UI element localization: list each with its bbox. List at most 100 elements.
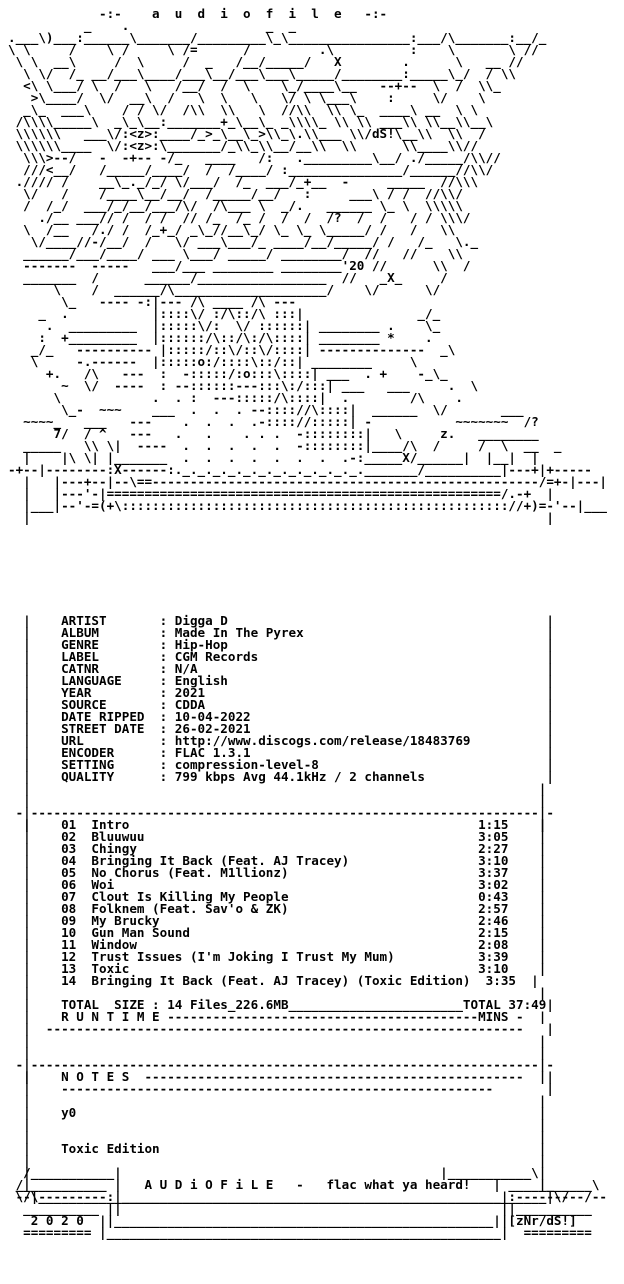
ascii-art-line: _/_ ---------- |:::::/::\/::\/::::| ----… <box>8 342 456 357</box>
tracklist-line: | 06 Woi 3:02 | <box>8 877 547 892</box>
ascii-art-line: \\\\\\ ___\/:<z>:____/_>_\__\_>\\_\.\\__… <box>8 126 486 141</box>
ascii-art-line: >\____/ \/ __\ / \ \ \ \/ \ \___\ : \/ \ <box>8 90 486 105</box>
tracklist-line: | --------------------------------------… <box>8 1021 554 1036</box>
ascii-art-line: ./__ ___// / / / // /_ /_ / / / /? / / /… <box>8 210 471 225</box>
release-info-line: | ENCODER : FLAC 1.3.1 | <box>8 745 554 760</box>
ascii-art-line: _ . _ _ <box>8 18 297 33</box>
release-info-line: | LANGUAGE : English | <box>8 673 554 688</box>
release-info-line: | | <box>8 793 547 808</box>
ascii-art-line: \ \ / \ / \ /= / .\ : \ \ // <box>8 42 539 57</box>
footer-banner-line: ========= |_____________________________… <box>8 1225 592 1240</box>
release-info-line: | | <box>8 781 547 796</box>
footer-banner-line: /___________ | A U D i O F i L E - flac … <box>8 1177 600 1192</box>
notes-line: | N O T E S ----------------------------… <box>8 1069 554 1084</box>
ascii-art-line: ------- ----- ___/___ ________ ________'… <box>8 258 471 273</box>
ascii-art-line: ///<__/ /_____/____/ / /____/ :_________… <box>8 162 494 177</box>
ascii-art-line: \/____//-/__/ / \/ ___\___/_ ____/__/___… <box>8 234 479 249</box>
ascii-art-line: / /_/ ___/_/__/___/\/ /\___ \ _/. ______… <box>8 198 463 213</box>
ascii-art-line: . _________ |:::::\/: \/ ::::::| _______… <box>8 318 441 333</box>
ascii-art-line: <\ \___/ \ / \ /__/ / \ \_/____\__ --+--… <box>8 78 501 93</box>
tracklist-line: | | <box>8 1045 547 1060</box>
ascii-art-line: | |---'-|===============================… <box>8 486 554 501</box>
ascii-art-line: | | <box>8 510 554 525</box>
notes-line: | | <box>8 1129 547 1144</box>
ascii-art-line: _______ / ______/_________________ // _X… <box>8 270 448 285</box>
ascii-art-line: | |\ \| |_______ . . . . . . . .-:_____X… <box>8 450 539 465</box>
ascii-art-line: \_ ---- -:|--- /\ ____ /\ --- <box>8 294 297 309</box>
footer-banner-line: /___________| |___________\ <box>8 1165 539 1180</box>
notes-line: | | <box>8 1165 547 1180</box>
notes-line: | y0 | <box>8 1105 547 1120</box>
tracklist-line: | 12 Trust Issues (I'm Joking I Trust My… <box>8 949 547 964</box>
tracklist-line: | 04 Bringing It Back (Feat. AJ Tracey) … <box>8 853 547 868</box>
release-info-line: | SETTING : compression-level-8 | <box>8 757 554 772</box>
ascii-art-line: 7/ / ^ --- . . . . . -::::::::| \ z. ___… <box>8 426 539 441</box>
ascii-art-line: .//// / __\_._/_/ \/___/ /_ ___/_+__ - _… <box>8 174 479 189</box>
tracklist-line: | | <box>8 985 547 1000</box>
tracklist-line: | 01 Intro 1:15 | <box>8 817 547 832</box>
release-info-line: | URL : http://www.discogs.com/release/1… <box>8 733 554 748</box>
ascii-art-line: \ / ______/\____________________/ \/ \/ <box>8 282 441 297</box>
tracklist-line: | | <box>8 1033 547 1048</box>
footer-banner-line: 2 0 2 0 ||______________________________… <box>8 1213 577 1228</box>
ascii-art-line: \ . . : ---:::::/\::::| . /\ . <box>8 390 463 405</box>
release-info-line: | ALBUM : Made In The Pyrex | <box>8 625 554 640</box>
ascii-art-line: |___|--'-=(+\:::::::::::::::::::::::::::… <box>8 498 607 513</box>
release-info-line: | GENRE : Hip-Hop | <box>8 637 554 652</box>
release-info-line: | ARTIST : Digga D | <box>8 613 554 628</box>
tracklist-line: | | <box>8 1069 547 1084</box>
tracklist-line: | 10 Gun Man Sound 2:15 | <box>8 925 547 940</box>
release-info-line: | CATNR : N/A | <box>8 661 554 676</box>
ascii-art-line: _ . |::::\/ :/\::/\ :::| _/_ <box>8 306 441 321</box>
ascii-art-line: \ \ __\ / \ / _ /__/_____/ X . \ __ // <box>8 54 524 69</box>
release-info-line: -|--------------------------------------… <box>8 805 554 820</box>
release-info-line: | DATE RIPPED : 10-04-2022 | <box>8 709 554 724</box>
ascii-art-line: \_- ~~~ ___ . . . --:::://\::::| ______ … <box>8 402 524 417</box>
tracklist-line: | R U N T I M E ------------------------… <box>8 1009 547 1024</box>
release-info-line: | | <box>8 817 547 832</box>
notes-line: \/|_____________________________________… <box>8 1189 570 1204</box>
ascii-art-line: -:- a u d i o f i l e -:- <box>8 6 388 21</box>
footer-banner-line: __________ || ||__________ <box>8 1201 592 1216</box>
notes-line: | | <box>8 1117 547 1132</box>
ascii-art-line: \ \/ /_ __/___\____/___\__/___\___\_____… <box>8 66 516 81</box>
ascii-art-line: .___\)___:______\_______/_________\_\___… <box>8 30 547 45</box>
release-info-line: | YEAR : 2021 | <box>8 685 554 700</box>
notes-line: _| |_ <box>8 1177 554 1192</box>
ascii-art-line: \\\\\\____ \/:<z>:\_______/_\\_\\__/__\\… <box>8 138 479 153</box>
ascii-art-line: \ -.------ |:::::o:/::::\::/::| ________… <box>8 354 418 369</box>
release-info-line: | QUALITY : 799 kbps Avg 44.1kHz / 2 cha… <box>8 769 554 784</box>
ascii-art-line: \/ / /____\__/__/ /_____/__/ : ___\ / / … <box>8 186 463 201</box>
release-info-line: | SOURCE : CDDA | <box>8 697 554 712</box>
notes-line: | | <box>8 1093 547 1108</box>
ascii-art-line: +. /\ --- : -:::::/:o:::\::::| ___ . + -… <box>8 366 448 381</box>
tracklist-line: | 02 Bluuwuu 3:05 | <box>8 829 547 844</box>
ascii-art-line: _\_ ___\ / / \/ /\\ \\ \ //\\ \\ \_ ____… <box>8 102 479 117</box>
ascii-art-line: \\\>--/ - -+-- -/_ ____ /: ._________\__… <box>8 150 501 165</box>
release-info-line: | STREET DATE : 26-02-2021 | <box>8 721 554 736</box>
ascii-art-line: : +_________ |::::::/\::/\:/\::::| _____… <box>8 330 433 345</box>
tracklist-line: | 05 No Chorus (Feat. M1llionz) 3:37 | <box>8 865 547 880</box>
ascii-art-line: _____ \\ \| ---- . . . . . -::::::::|___… <box>8 438 562 453</box>
notes-line: | | <box>8 1153 547 1168</box>
tracklist-line: | 11 Window 2:08 | <box>8 937 547 952</box>
ascii-art-line: \ /__ /./ / /_+_/ _\_//__\_/ \_ \_ \____… <box>8 222 456 237</box>
tracklist-line: | 07 Clout Is Killing My People 0:43 | <box>8 889 547 904</box>
ascii-art-line: | |---+--|--\==-------------------------… <box>8 474 607 489</box>
tracklist-line: | 08 Folknem (Feat. Sav'o & ZK) 2:57 | <box>8 901 547 916</box>
ascii-art-line: ~~~~_ ___ --- . . . .-:::://:::::| - ~~~… <box>8 414 539 429</box>
tracklist-line: | TOTAL SIZE : 14 Files_226.6MB_________… <box>8 997 554 1012</box>
ascii-art-line: ______/___/____/ ___ \___/ _____/ ______… <box>8 246 463 261</box>
tracklist-line: -|--------------------------------------… <box>8 1057 554 1072</box>
tracklist-line: | 03 Chingy 2:27 | <box>8 841 547 856</box>
ascii-art-line: -+--|--------:X------:._._._._._._._._._… <box>8 462 592 477</box>
tracklist-line: | 09 My Brucky 2:46 | <box>8 913 547 928</box>
tracklist-line: | 14 Bringing It Back (Feat. AJ Tracey) … <box>8 973 539 988</box>
notes-line: | Toxic Edition | <box>8 1141 547 1156</box>
footer-banner-line: --\---------:|__________________________… <box>8 1189 607 1204</box>
release-info-line: | LABEL : CGM Records | <box>8 649 554 664</box>
tracklist-line: | 13 Toxic 3:10 | <box>8 961 547 976</box>
notes-line: | --------------------------------------… <box>8 1081 554 1096</box>
ascii-art-line: /\\\\_____\ _\_\__:_______+_\__\_ _\\\\_… <box>8 114 494 129</box>
